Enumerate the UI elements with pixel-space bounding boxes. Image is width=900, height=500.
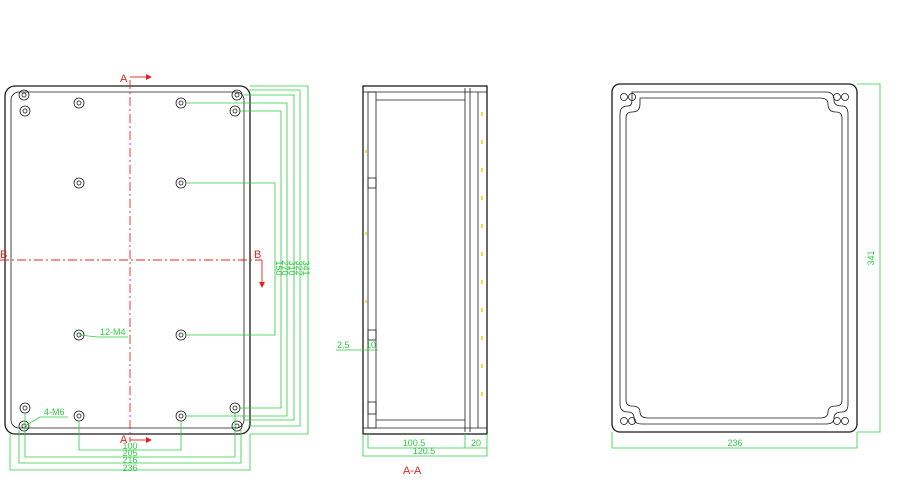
section-left-wall xyxy=(367,91,377,429)
lid-height-dim-line xyxy=(857,83,881,433)
section-outer-outline xyxy=(362,85,488,435)
lid-outer-outline xyxy=(611,83,858,433)
lid-dim-341: 341 xyxy=(866,250,876,265)
leader-4-m6 xyxy=(24,416,68,427)
lid-gasket-inner xyxy=(625,97,843,419)
section-mark-b-left: B xyxy=(0,249,7,261)
note-12-m4: 12-M4 xyxy=(100,327,126,337)
leader-12-m4 xyxy=(78,334,128,338)
front-view: A A B B 150 270 310 322 341 100 205 216 … xyxy=(0,73,311,473)
lid-corner-holes xyxy=(620,93,849,425)
dim-150: 150 xyxy=(274,260,284,275)
dim-322: 322 xyxy=(294,260,304,275)
dim-270: 270 xyxy=(280,260,290,275)
lid-dim-236: 236 xyxy=(727,438,742,448)
dim-120-5-line xyxy=(362,434,488,457)
dim-100-5-line xyxy=(367,434,466,449)
section-mark-a-bottom: A xyxy=(120,434,128,446)
dim-10: 10 xyxy=(366,340,376,350)
dim-341: 341 xyxy=(301,260,311,275)
horizontal-dimensions xyxy=(9,413,251,471)
dim-20: 20 xyxy=(471,438,481,448)
dim-310: 310 xyxy=(287,260,297,275)
lid-markers xyxy=(365,112,483,396)
section-mark-b-right: B xyxy=(254,249,261,261)
dim-205: 205 xyxy=(122,448,137,458)
corner-bosses xyxy=(18,89,243,432)
lid-gasket-outer xyxy=(619,91,849,425)
dim-236: 236 xyxy=(122,463,137,473)
section-mark-a-top: A xyxy=(120,73,128,85)
section-view: 2.5 10 100.5 120.5 20 A-A xyxy=(336,85,488,477)
dim-120-5: 120.5 xyxy=(413,446,436,456)
dim-2-5: 2.5 xyxy=(337,340,350,350)
lid-view: 341 236 xyxy=(611,83,881,449)
dim-100: 100 xyxy=(122,441,137,451)
vertical-dimensions xyxy=(186,85,309,435)
note-4-m6: 4-M6 xyxy=(44,407,65,417)
section-title: A-A xyxy=(403,465,422,477)
dim-100-5: 100.5 xyxy=(403,438,426,448)
dim-216: 216 xyxy=(122,455,137,465)
lid-width-dim-line xyxy=(611,432,858,449)
